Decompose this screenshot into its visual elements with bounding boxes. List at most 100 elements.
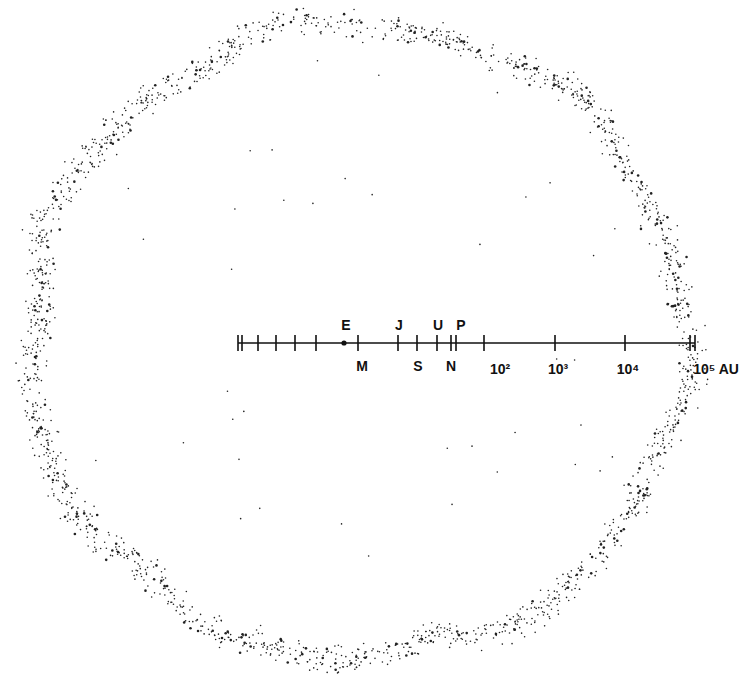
comet-dot (609, 532, 611, 534)
comet-dot (136, 552, 138, 554)
comet-dot (338, 671, 340, 673)
comet-dot (677, 422, 680, 425)
axis-tick (275, 335, 277, 351)
comet-dot (334, 645, 336, 647)
comet-dot (170, 602, 172, 604)
comet-dot (136, 574, 138, 576)
comet-dot (76, 488, 78, 490)
comet-dot (650, 493, 652, 495)
comet-dot (682, 345, 684, 347)
comet-dot (666, 303, 669, 306)
comet-dot (677, 276, 680, 279)
comet-dot (303, 8, 305, 10)
comet-dot (27, 376, 29, 378)
comet-dot (678, 420, 680, 422)
comet-dot (34, 356, 37, 359)
comet-dot (371, 36, 373, 38)
comet-dot (140, 87, 142, 89)
axis-tick (554, 335, 556, 351)
comet-dot (574, 359, 576, 361)
comet-dot (226, 62, 228, 64)
comet-dot (554, 84, 556, 86)
comet-dot (230, 639, 233, 642)
comet-dot (424, 641, 426, 643)
comet-dot (277, 649, 279, 651)
comet-dot (510, 53, 512, 55)
comet-dot (163, 95, 165, 97)
comet-dot (92, 525, 94, 527)
comet-dot (280, 646, 282, 648)
comet-dot (642, 494, 645, 497)
comet-dot (639, 462, 641, 464)
comet-dot (668, 243, 670, 245)
comet-dot (687, 314, 690, 317)
comet-dot (30, 326, 32, 328)
comet-dot (562, 89, 564, 91)
comet-dot (40, 328, 42, 330)
comet-dot (226, 630, 229, 633)
comet-dot (432, 642, 434, 644)
comet-dot (221, 637, 223, 639)
comet-dot (462, 632, 464, 634)
comet-dot (550, 602, 552, 604)
comet-dot (446, 43, 448, 45)
comet-dot (682, 380, 684, 382)
comet-dot (42, 281, 44, 283)
comet-dot (43, 330, 45, 332)
comet-dot (265, 652, 267, 654)
comet-dot (680, 402, 682, 404)
comet-dot (71, 172, 73, 174)
comet-dot (41, 300, 43, 302)
comet-dot (47, 430, 49, 432)
comet-dot (272, 25, 274, 27)
comet-dot (154, 592, 156, 594)
comet-dot (80, 188, 82, 190)
comet-dot (629, 507, 631, 509)
comet-dot (579, 589, 581, 591)
comet-dot (577, 95, 579, 97)
comet-dot (466, 643, 468, 645)
comet-dot (609, 154, 611, 156)
comet-dot (126, 556, 128, 558)
comet-dot (614, 228, 616, 230)
comet-dot (637, 492, 640, 495)
comet-dot (334, 31, 336, 33)
comet-dot (431, 31, 434, 34)
comet-dot (39, 258, 41, 260)
comet-dot (129, 128, 131, 130)
comet-dot (146, 98, 148, 100)
comet-dot (671, 305, 674, 308)
comet-dot (320, 33, 322, 35)
comet-dot (405, 654, 408, 657)
comet-dot (438, 624, 440, 626)
comet-dot (346, 666, 348, 668)
comet-dot (263, 34, 265, 36)
comet-dot (679, 264, 681, 266)
comet-dot (37, 436, 39, 438)
comet-dot (37, 344, 39, 346)
comet-dot (534, 622, 536, 624)
comet-dot (53, 451, 55, 453)
comet-dot (449, 647, 451, 649)
comet-dot (37, 377, 39, 379)
comet-dot (60, 204, 62, 206)
comet-dot (341, 655, 343, 657)
comet-dot (173, 595, 175, 597)
comet-dot (252, 22, 254, 24)
comet-dot (92, 138, 94, 140)
comet-dot (390, 28, 392, 30)
comet-dot (44, 331, 46, 333)
comet-dot (405, 643, 407, 645)
comet-dot (87, 545, 89, 547)
comet-dot (34, 419, 36, 421)
comet-dot (673, 427, 675, 429)
comet-dot (625, 174, 627, 176)
comet-dot (640, 183, 642, 185)
comet-dot (211, 629, 214, 632)
comet-dot (670, 229, 672, 231)
comet-dot (449, 627, 451, 629)
comet-dot (356, 666, 358, 668)
comet-dot (161, 571, 163, 573)
log-distance-axis (238, 335, 695, 351)
comet-dot (688, 338, 690, 340)
